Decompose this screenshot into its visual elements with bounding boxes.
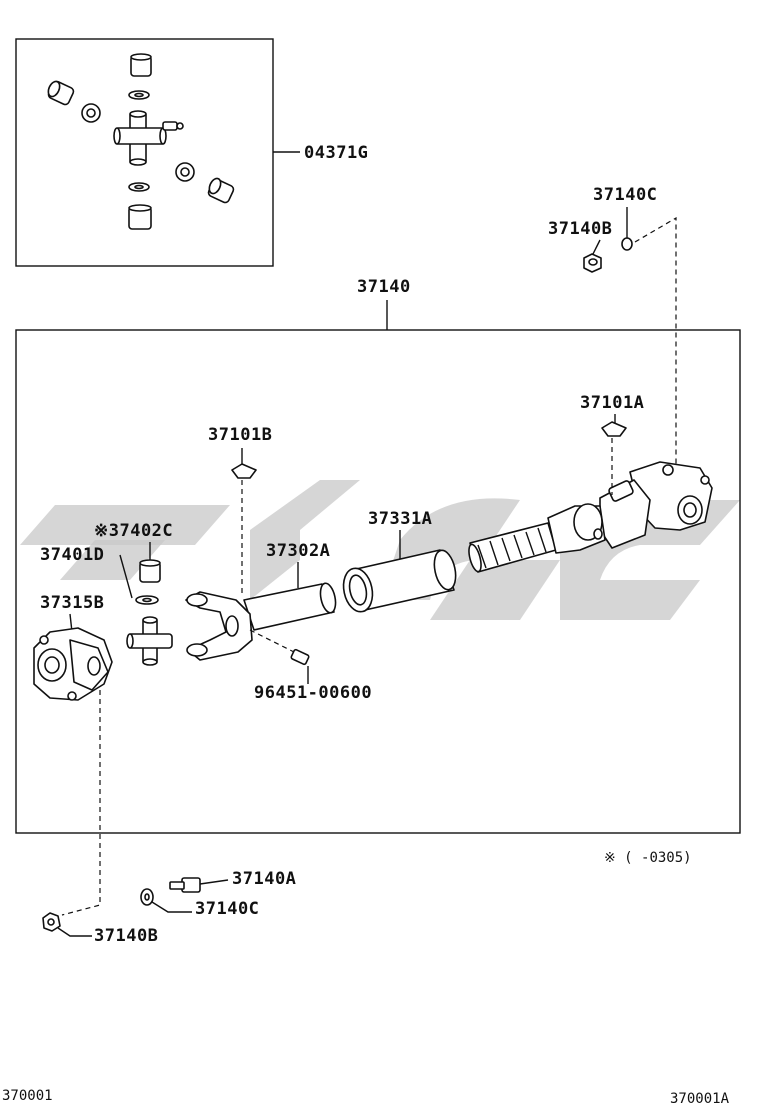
washer-left <box>135 595 159 605</box>
footnote: ※ ( -0305) <box>604 850 692 866</box>
leader-washer-bottom <box>151 901 192 913</box>
assembly-frame <box>15 329 741 834</box>
flange-yoke-right <box>599 461 713 549</box>
label-shaft: 37302A <box>266 541 330 561</box>
leader-bolt-bottom <box>199 879 229 885</box>
bearing-cup-left <box>139 559 161 583</box>
uj-kit-snap-ring-top <box>128 90 150 100</box>
bearing-cap-right <box>601 421 627 437</box>
sleeve <box>342 549 457 613</box>
label-washer-top: 37140C <box>593 185 657 205</box>
label-washer-bottom: 37140C <box>195 899 259 919</box>
uj-kit-snap-ring-right <box>175 162 195 182</box>
uj-kit-grease-fitting <box>162 121 184 131</box>
label-sleeve: 37331A <box>368 509 432 529</box>
leader-washer-left <box>119 554 133 599</box>
uj-kit-snap-ring-left <box>81 103 101 123</box>
dash-grease-fitting <box>249 629 295 653</box>
page-code-left: 370001 <box>2 1088 53 1104</box>
shaft-yoke-left <box>185 591 253 661</box>
label-cap-left: 37101B <box>208 425 272 445</box>
slip-yoke <box>468 503 606 573</box>
label-nut-bottom: 37140B <box>94 926 158 946</box>
uj-kit-snap-ring-bottom <box>128 182 150 192</box>
uj-kit-bearing-cup-bottom <box>128 204 152 230</box>
label-uj-kit: 04371G <box>304 143 368 163</box>
page-code-right: 370001A <box>670 1091 730 1107</box>
uj-kit-spider <box>113 110 167 166</box>
nut-bottom <box>42 912 61 932</box>
uj-kit-bearing-cup-right <box>207 177 235 204</box>
spider-left <box>126 616 173 666</box>
label-grease-fitting: 96451-00600 <box>254 683 372 703</box>
label-flange-left: 37315B <box>40 593 104 613</box>
label-bolt-bottom: 37140A <box>232 869 296 889</box>
dash-top-right <box>634 216 677 470</box>
washer-bottom <box>140 888 154 906</box>
uj-kit-bearing-cup-top <box>130 53 152 77</box>
washer-top <box>621 237 633 251</box>
grease-fitting <box>290 648 310 666</box>
bearing-cap-left <box>231 463 257 479</box>
dash-flange-left <box>61 690 101 916</box>
leader-nut-bottom <box>57 927 92 937</box>
label-assembly: 37140 <box>357 277 411 297</box>
label-nut-top: 37140B <box>548 219 612 239</box>
flange-left <box>33 627 113 701</box>
label-washer-left: 37401D <box>40 545 104 565</box>
label-bearing-note: ※37402C <box>94 521 173 541</box>
label-cap-right: 37101A <box>580 393 644 413</box>
uj-kit-bearing-cup-left <box>47 80 75 106</box>
leader-nut-top <box>591 239 601 257</box>
nut-top <box>583 253 602 273</box>
bolt-bottom <box>169 877 201 893</box>
